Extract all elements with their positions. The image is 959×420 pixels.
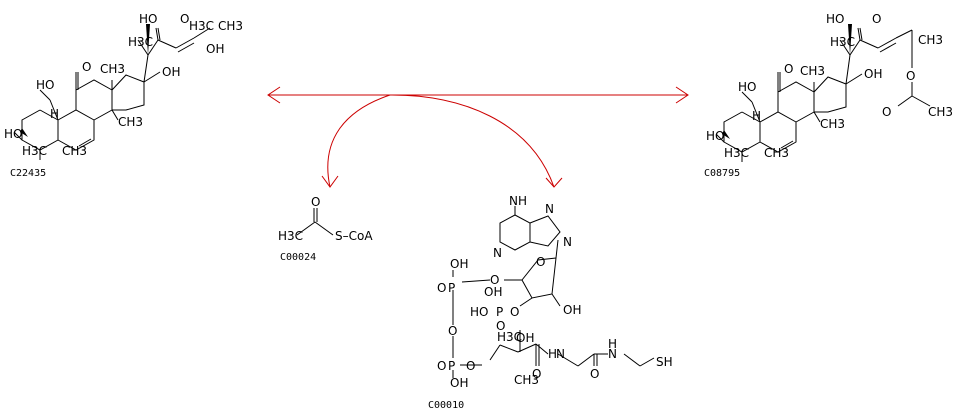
- atom-label: N: [493, 246, 502, 260]
- atom-label: OH: [450, 257, 468, 271]
- atom-label: O: [437, 281, 446, 295]
- atom-label: CH3: [218, 19, 243, 33]
- compound-id-c00024: C00024: [280, 252, 316, 263]
- atom-label: OH: [162, 65, 180, 79]
- atom-label: CH3: [928, 105, 953, 119]
- atom-label: HO: [4, 127, 22, 141]
- atom-label: HO: [470, 305, 488, 319]
- atom-label: NH: [509, 194, 527, 208]
- atom-label: O: [906, 69, 915, 83]
- side-arrow-to-acetylcoa: [327, 94, 391, 188]
- atom-label: H3C: [724, 146, 749, 160]
- atom-label: OH: [450, 376, 468, 390]
- atom-label: H: [608, 337, 617, 351]
- atom-label: H3C: [497, 330, 522, 344]
- side-arrow-to-coa: [391, 94, 555, 188]
- atom-label: HO: [139, 12, 157, 26]
- compound-id-c00010: C00010: [428, 400, 464, 411]
- atom-label: O: [311, 195, 320, 209]
- atom-label: CH3: [800, 64, 825, 78]
- atom-label: CH3: [918, 33, 943, 47]
- atom-label: N: [556, 347, 565, 361]
- atom-label: N: [563, 235, 572, 249]
- atom-label: O: [448, 324, 457, 338]
- compound-c08795: H3C HO O CH3 O O CH3 OH CH3 CH3 HO O H H…: [704, 12, 953, 179]
- compound-c00024: H3C O S–CoA C00024: [278, 195, 373, 263]
- atom-label: H3C: [22, 144, 47, 158]
- atom-label: H3C: [830, 35, 855, 49]
- atom-label: OH: [563, 303, 581, 317]
- atom-label: CH3: [514, 373, 539, 387]
- atom-label: O: [180, 12, 189, 26]
- compound-c00010: NH N N N O OH O P O HO P O O OH OH O O P…: [428, 194, 673, 411]
- atom-label: H3C: [128, 35, 153, 49]
- atom-label: H: [50, 107, 59, 121]
- atom-label: OH: [484, 285, 502, 299]
- atom-label: H3C: [278, 229, 303, 243]
- reaction-arrows: [267, 86, 689, 188]
- atom-label: H: [752, 109, 761, 123]
- atom-label: SH: [656, 355, 673, 369]
- acetyl-coa-thioester-label: S–CoA: [335, 229, 373, 243]
- atom-label: P: [448, 281, 455, 295]
- atom-label: H3C: [189, 19, 214, 33]
- compound-c22435: H3C HO O CH3 OH H3C OH CH3 CH3 HO O H HO…: [4, 12, 243, 179]
- atom-label: CH3: [820, 117, 845, 131]
- atom-label: P: [496, 305, 503, 319]
- main-arrow-left-head: [267, 86, 281, 104]
- atom-label: O: [510, 305, 519, 319]
- atom-label: HO: [826, 12, 844, 26]
- atom-label: CH3: [118, 115, 143, 129]
- atom-label: O: [82, 60, 91, 74]
- atom-label: OH: [864, 67, 882, 81]
- atom-label: O: [784, 62, 793, 76]
- atom-label: P: [448, 359, 455, 373]
- atom-label: O: [882, 105, 891, 119]
- atom-label: N: [545, 202, 554, 216]
- atom-label: N: [608, 347, 617, 361]
- atom-label: CH3: [764, 146, 789, 160]
- atom-label: OH: [516, 331, 534, 345]
- atom-label: O: [532, 367, 541, 381]
- side-arrow-to-acetylcoa-head: [321, 175, 339, 188]
- atom-label: HO: [36, 78, 54, 92]
- atom-label: O: [590, 367, 599, 381]
- compound-id-c08795: C08795: [704, 168, 740, 179]
- atom-label: O: [536, 255, 545, 269]
- compound-id-c22435: C22435: [10, 168, 46, 179]
- main-arrow-right-head: [675, 86, 689, 104]
- atom-label: CH3: [100, 62, 125, 76]
- atom-label: H: [548, 347, 557, 361]
- atom-label: O: [496, 319, 505, 333]
- atom-label: CH3: [62, 144, 87, 158]
- atom-label: OH: [206, 42, 224, 56]
- atom-label: HO: [738, 80, 756, 94]
- atom-label: O: [490, 273, 499, 287]
- atom-label: O: [437, 359, 446, 373]
- atom-label: HO: [706, 129, 724, 143]
- atom-label: O: [466, 359, 475, 373]
- atom-label: O: [872, 12, 881, 26]
- side-arrow-to-coa-head: [545, 177, 563, 188]
